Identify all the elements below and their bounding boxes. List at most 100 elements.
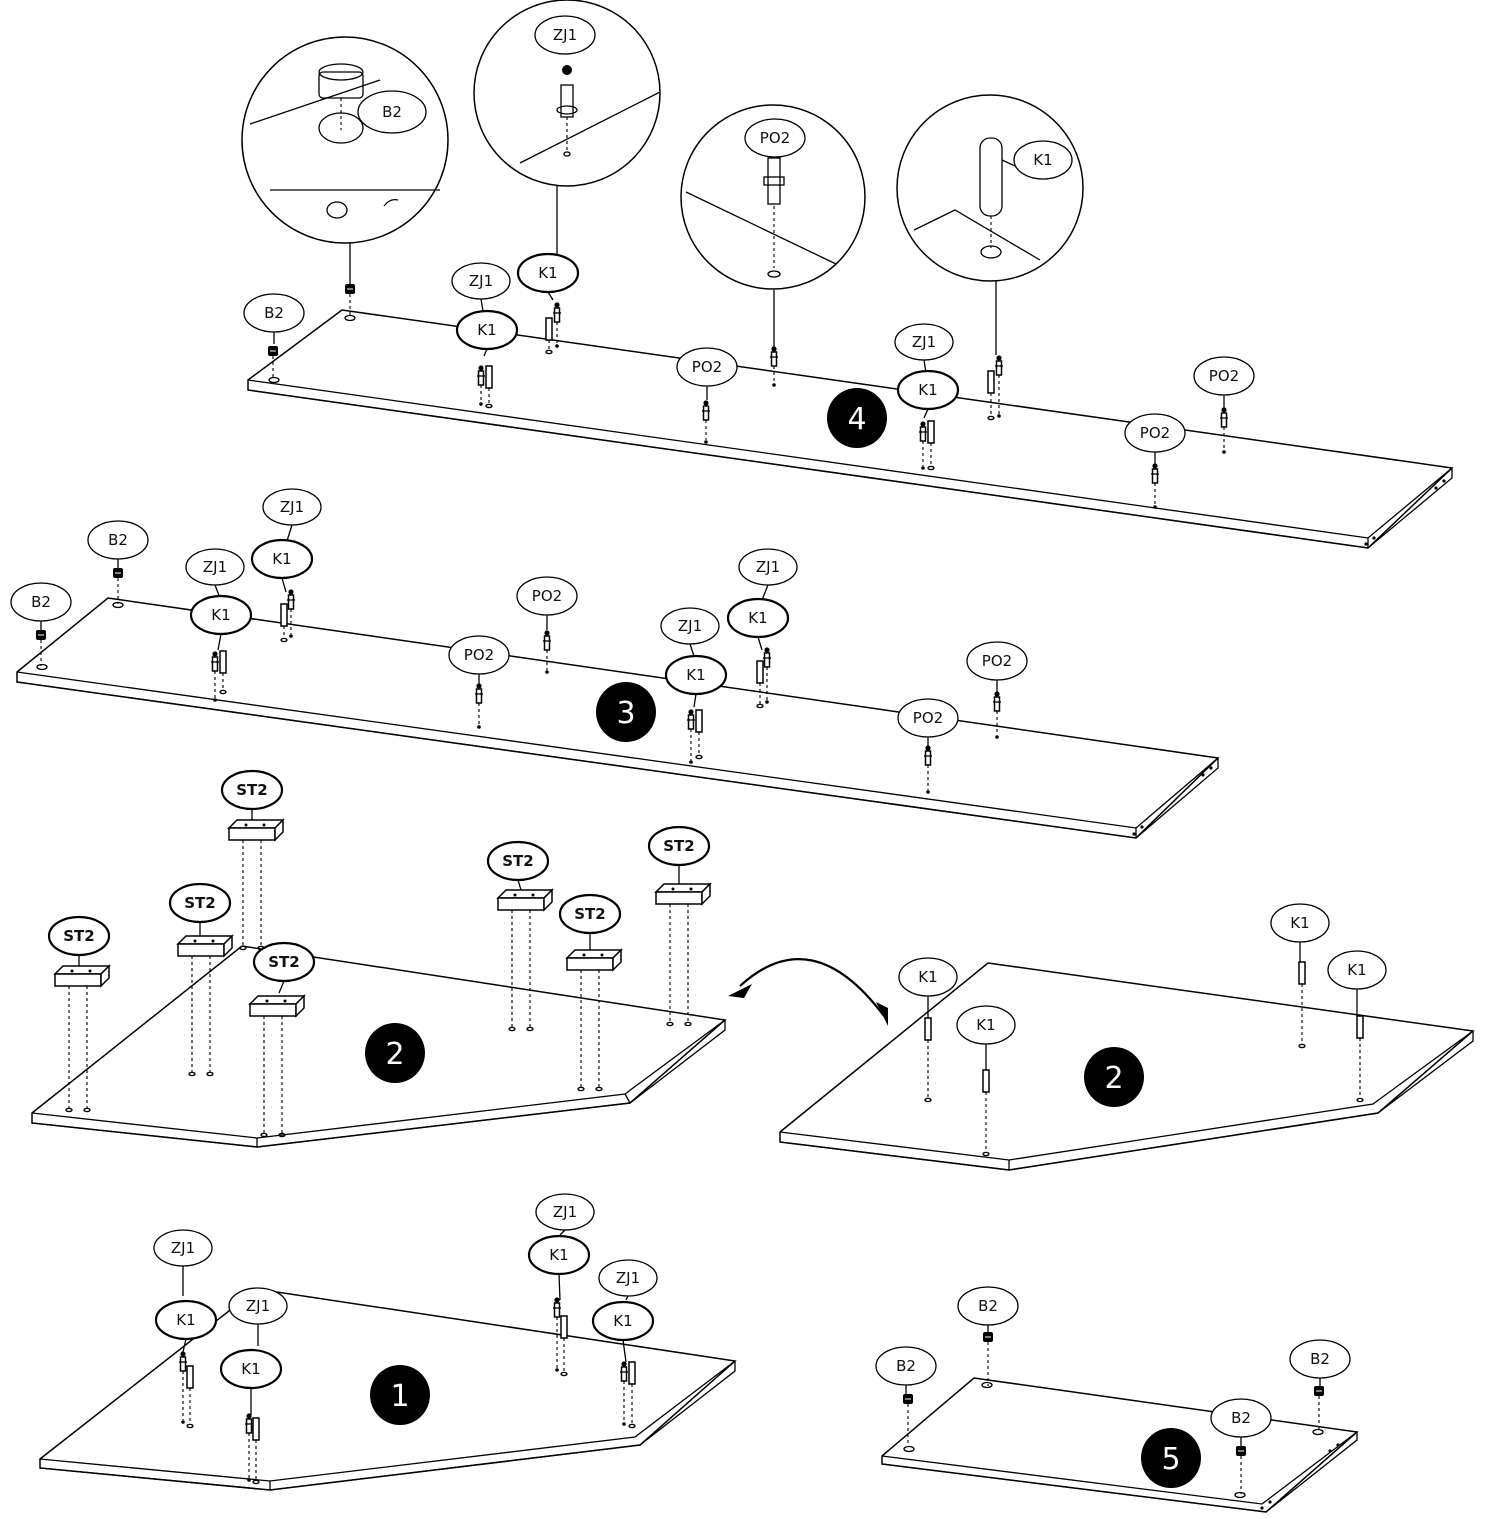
leader-line (757, 636, 763, 651)
cam-lock-icon (903, 1394, 913, 1446)
label-bubble (1013, 140, 1073, 180)
part-code-text: ZJ1 (912, 333, 936, 351)
part-code-text: PO2 (913, 709, 943, 727)
label-bubble (875, 1346, 937, 1386)
step-badge-s5: 5 (1141, 1428, 1201, 1488)
part-code-text: K1 (272, 550, 291, 568)
part-label-k1: K1 (250, 538, 314, 593)
connector-bolt-icon (687, 709, 695, 764)
leader-line (278, 980, 285, 994)
label-bubble (660, 607, 720, 645)
part-code-text: K1 (976, 1016, 995, 1034)
label-bubble (738, 548, 798, 586)
part-code-text: ZJ1 (469, 272, 493, 290)
part-code-text: ZJ1 (553, 26, 577, 44)
step-badge-s2b: 2 (1084, 1047, 1144, 1107)
part-label-zj1: ZJ1 (535, 1193, 595, 1236)
connector-bolt-icon (620, 1361, 628, 1426)
dowel-icon (252, 1417, 260, 1485)
label-bubble (243, 293, 305, 333)
dowel-icon (560, 1315, 568, 1377)
label-bubble (664, 654, 728, 696)
dowel-icon (1356, 1015, 1364, 1103)
part-label-k1: K1 (189, 594, 253, 651)
connector-bolt-icon (475, 683, 483, 729)
connector-bolt-icon (553, 1297, 561, 1372)
part-label-st2: ST2 (220, 769, 284, 820)
part-code-text: B2 (31, 593, 51, 611)
label-bubble (956, 1005, 1016, 1045)
bracket-icon (227, 818, 285, 951)
part-code-text: ZJ1 (756, 558, 780, 576)
part-label-po2: PO2 (966, 641, 1028, 693)
label-bubble (966, 641, 1028, 681)
part-label-po2: PO2 (897, 698, 959, 748)
part-label-k1: K1 (455, 309, 519, 357)
leader-line (625, 1295, 629, 1301)
part-label-zj1: ZJ1 (185, 548, 245, 599)
part-label-zj1: ZJ1 (451, 262, 511, 318)
part-code-text: PO2 (532, 587, 562, 605)
label-bubble (1124, 413, 1186, 453)
part-label-st2: ST2 (486, 840, 550, 891)
part-label-k1: K1 (1270, 903, 1330, 962)
dowel-icon (927, 420, 935, 471)
part-code-text: K1 (211, 606, 230, 624)
label-bubble (252, 941, 316, 983)
part-label-po2: PO2 (676, 347, 738, 400)
leader-line (281, 577, 287, 593)
label-bubble (957, 1286, 1019, 1326)
cam-lock-icon (345, 284, 355, 318)
dowel-icon (280, 603, 288, 643)
part-code-text: K1 (613, 1312, 632, 1330)
part-code-text: ZJ1 (678, 617, 702, 635)
connector-bolt-icon (763, 647, 771, 704)
part-code-text: PO2 (982, 652, 1012, 670)
label-bubble (154, 1299, 218, 1341)
label-bubble (898, 957, 958, 997)
part-label-st2: ST2 (47, 915, 111, 966)
part-code-text: ST2 (502, 852, 533, 870)
label-bubble (87, 520, 149, 560)
label-bubble (228, 1287, 288, 1325)
part-label-zj1: ZJ1 (894, 323, 954, 374)
part-label-k1: K1 (591, 1300, 655, 1363)
connector-bolt-icon (919, 421, 927, 470)
part-label-zj1: ZJ1 (660, 607, 720, 657)
dowel-icon (756, 660, 764, 709)
connector-bolt-icon (477, 365, 485, 406)
part-code-text: K1 (918, 381, 937, 399)
dowel-icon (219, 650, 227, 695)
leader-line (622, 1339, 627, 1363)
leader-line (517, 879, 522, 891)
part-label-b2: B2 (10, 582, 72, 632)
leader-line (923, 408, 929, 419)
label-bubble (357, 90, 427, 134)
part-label-b2: B2 (957, 1286, 1019, 1334)
part-code-text: PO2 (464, 646, 494, 664)
dowel-icon (186, 1365, 194, 1429)
label-bubble (448, 635, 510, 675)
part-code-text: ST2 (236, 781, 267, 799)
connector-bolt-icon (993, 691, 1001, 739)
connector-bolt-icon (995, 355, 1003, 418)
part-code-text: K1 (686, 666, 705, 684)
label-bubble (598, 1259, 658, 1297)
flip-arrow-icon (728, 958, 888, 1026)
label-bubble (168, 882, 232, 924)
label-bubble (647, 825, 711, 867)
part-label-zj1: ZJ1 (738, 548, 798, 601)
part-code-text: K1 (549, 1246, 568, 1264)
leader-line (689, 643, 695, 657)
cam-lock-icon (983, 1332, 993, 1386)
label-bubble (516, 252, 580, 294)
part-label-zj1: ZJ1 (228, 1287, 288, 1346)
step-badge-circle (596, 682, 656, 742)
dowel-icon (695, 709, 703, 760)
part-label-po2: PO2 (516, 576, 578, 630)
label-bubble (219, 1348, 283, 1390)
zoom-callout-po2 (680, 104, 866, 348)
part-label-po2: PO2 (1193, 356, 1255, 408)
label-bubble (897, 698, 959, 738)
part-code-text: ZJ1 (171, 1239, 195, 1257)
